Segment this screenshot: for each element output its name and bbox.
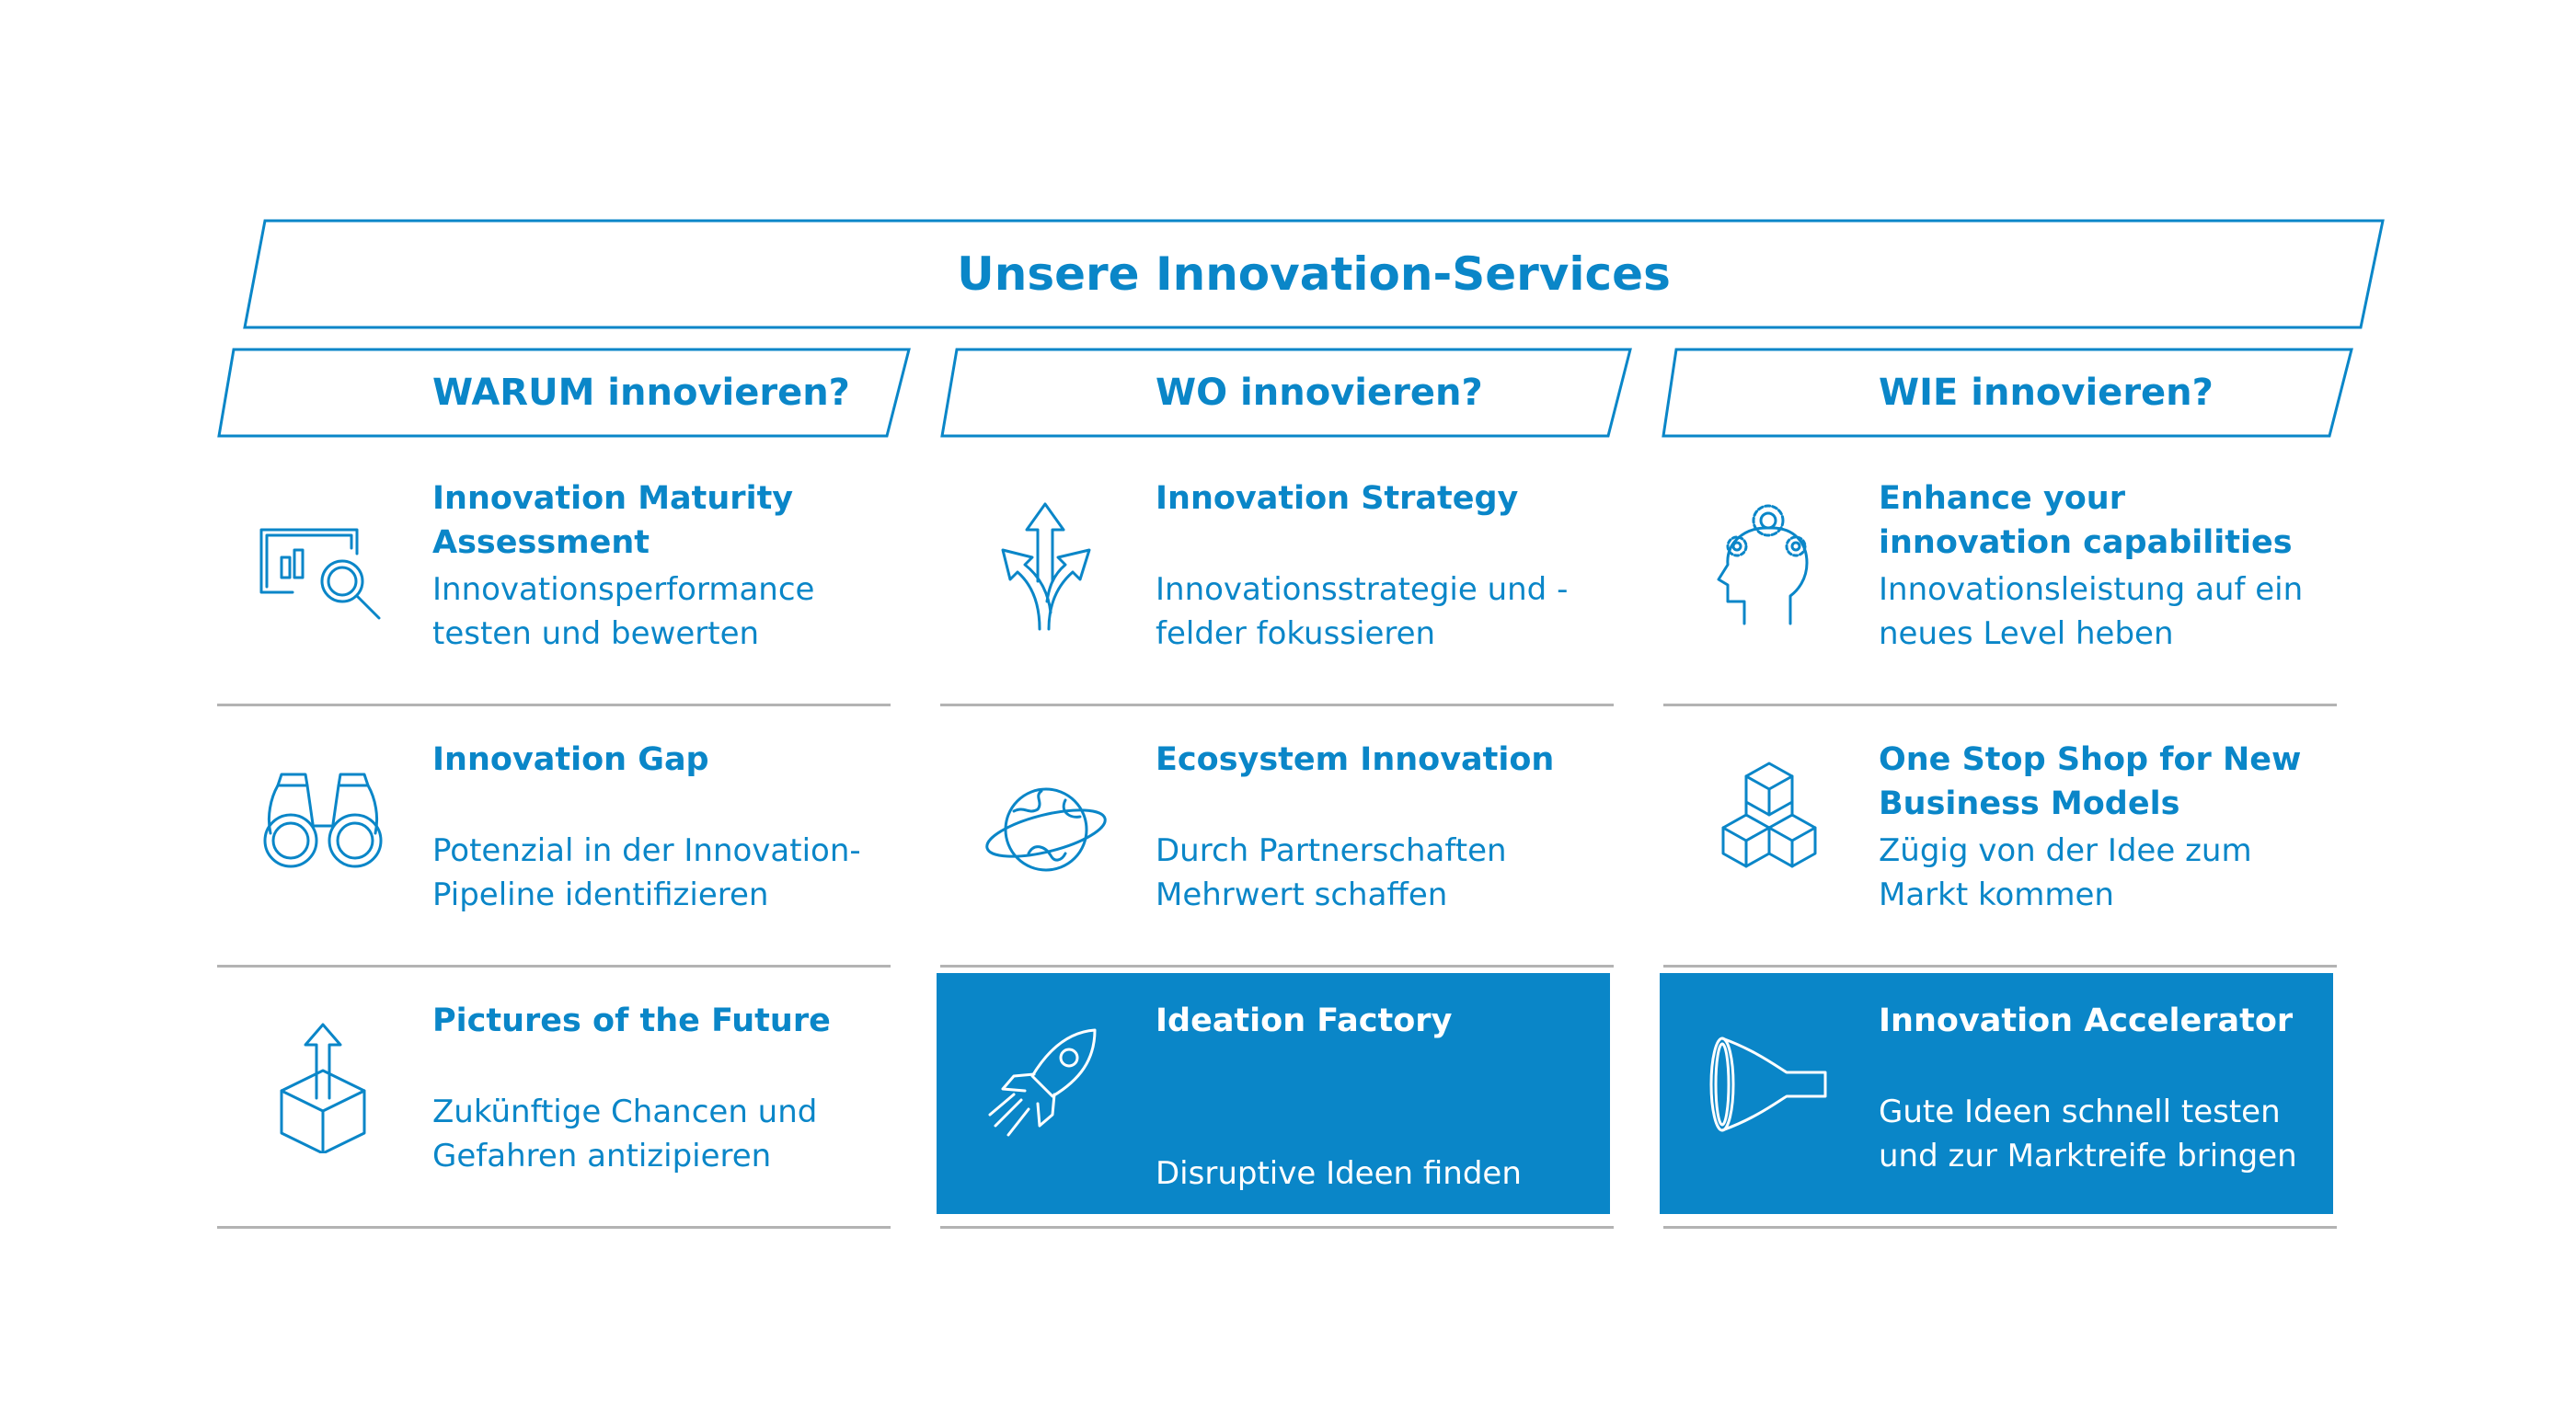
box-arrow-up-icon [280, 1023, 366, 1153]
card-separator [1663, 965, 2337, 968]
column-header-frame-warum [217, 348, 911, 438]
card-description: Innovationsstrategie und -felder fokussi… [1156, 571, 1569, 652]
card-title: Innovation Maturity Assessment [432, 480, 794, 561]
card-pictures-of-the-future[interactable]: Pictures of the Future Zukünftige Chance… [217, 968, 891, 1229]
card-ideation-factory[interactable]: Ideation Factory Disruptive Ideen finden [937, 968, 1614, 1229]
card-title: Pictures of the Future [432, 1002, 831, 1039]
binoculars-icon [263, 773, 383, 868]
rocket-icon [988, 1028, 1097, 1137]
card-description: Innovationsleistung auf ein neues Level … [1879, 571, 2304, 652]
card-ecosystem-innovation[interactable]: Ecosystem Innovation Durch Partnerschaft… [940, 706, 1614, 968]
card-title: Ideation Factory [1156, 1002, 1453, 1039]
card-title: Innovation Gap [432, 741, 709, 778]
card-innovation-strategy[interactable]: Innovation Strategy Innovationsstrategie… [940, 445, 1614, 706]
card-description: Disruptive Ideen finden [1156, 1155, 1522, 1192]
magnifier-chart-icon [259, 528, 381, 620]
card-description: Zügig von der Idee zum Markt kommen [1879, 832, 2252, 913]
card-description: Potenzial in der Innovation-Pipeline ide… [432, 832, 861, 913]
card-separator [217, 965, 891, 968]
card-title: Innovation Accelerator [1879, 1002, 2294, 1039]
card-separator [1663, 704, 2337, 706]
column-header-warum: WARUM innovieren? [432, 372, 850, 414]
card-innovation-accelerator[interactable]: Innovation Accelerator Gute Ideen schnel… [1660, 968, 2337, 1229]
card-innovation-gap[interactable]: Innovation Gap Potenzial in der Innovati… [217, 706, 891, 968]
card-separator [940, 704, 1614, 706]
card-description: Durch Partnerschaften Mehrwert schaffen [1156, 832, 1507, 913]
column-header-wo: WO innovieren? [1156, 372, 1483, 414]
card-title: Enhance your innovation capabilities [1879, 480, 2293, 561]
cubes-icon [1721, 762, 1817, 868]
globe-orbit-icon [985, 787, 1107, 872]
card-title: One Stop Shop for New Business Models [1879, 741, 2302, 822]
funnel-icon [1709, 1037, 1827, 1132]
card-separator [217, 1226, 891, 1229]
column-header-wie: WIE innovieren? [1879, 372, 2214, 414]
card-separator [1663, 1226, 2337, 1229]
card-description: Innovationsperformance testen und bewert… [432, 571, 815, 652]
diverging-arrows-icon [1001, 502, 1091, 631]
card-innovation-maturity-assessment[interactable]: Innovation Maturity Assessment Innovatio… [217, 445, 891, 706]
card-enhance-innovation-capabilities[interactable]: Enhance your innovation capabilities Inn… [1663, 445, 2337, 706]
card-description: Zukünftige Chancen und Gefahren antizipi… [432, 1094, 818, 1174]
card-highlight-background [1660, 973, 2333, 1214]
banner-frame [243, 219, 2385, 329]
column-header-frame-wo [940, 348, 1632, 438]
card-description: Gute Ideen schnell testen und zur Marktr… [1879, 1094, 2297, 1174]
card-title: Ecosystem Innovation [1156, 741, 1555, 778]
head-gears-icon [1717, 504, 1809, 625]
banner-title: Unsere Innovation-Services [957, 247, 1671, 301]
card-separator [940, 1226, 1614, 1229]
card-title: Innovation Strategy [1156, 480, 1519, 517]
card-one-stop-shop[interactable]: One Stop Shop for New Business Models Zü… [1663, 706, 2337, 968]
column-header-frame-wie [1662, 348, 2353, 438]
card-separator [217, 704, 891, 706]
card-separator [940, 965, 1614, 968]
